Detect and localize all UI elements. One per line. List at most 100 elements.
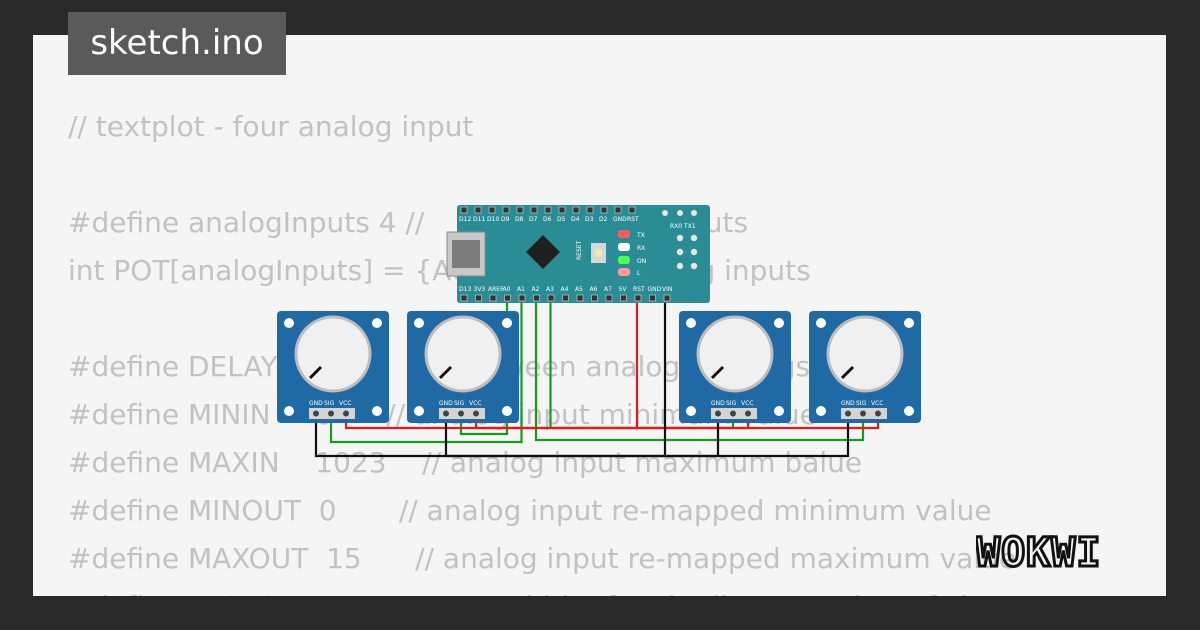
board-pcb [457, 205, 710, 303]
pin-hole[interactable] [572, 206, 580, 214]
knob-pointer [308, 365, 323, 380]
pin-label: D4 [571, 216, 580, 223]
pin-hole[interactable] [489, 294, 497, 302]
pin-hole[interactable] [562, 294, 569, 302]
knob[interactable] [826, 315, 904, 393]
knob-pointer [710, 365, 725, 380]
pin-hole[interactable] [600, 206, 608, 214]
wires [314, 300, 880, 458]
pin-label: D13 [459, 286, 471, 293]
pin-label: 3V3 [474, 286, 486, 293]
mount-hole [816, 318, 826, 328]
reset-label: RESET [576, 240, 583, 260]
pot-pin-label: GND [439, 400, 453, 407]
pin-hole[interactable] [533, 294, 540, 302]
pot-pin[interactable] [458, 410, 464, 417]
rx-label: RX [637, 245, 645, 252]
pot-pin[interactable] [715, 410, 721, 417]
usb-port-icon [452, 240, 480, 268]
wire [329, 300, 523, 444]
code-line: #define PLOTCHARMAXOUT // width of a plo… [68, 583, 1094, 596]
pot-pin[interactable] [875, 410, 881, 417]
pot-pin[interactable] [730, 410, 736, 417]
pin-hole[interactable] [586, 206, 594, 214]
l-led-icon [618, 268, 630, 276]
icsp-header [662, 210, 698, 270]
code-line: // textplot - four analog input [68, 110, 474, 143]
knob[interactable] [424, 315, 502, 393]
pot-pin[interactable] [473, 410, 479, 417]
icsp-pin [690, 234, 698, 242]
code-line: #define MAXIN 1023 // analog input maxim… [68, 446, 863, 479]
pin-label: A3 [546, 286, 554, 293]
wire [665, 416, 850, 458]
rx-led-icon [618, 243, 630, 251]
reset-button[interactable] [594, 249, 603, 257]
icsp-pin [676, 248, 684, 256]
pin-hole[interactable] [547, 294, 555, 302]
pin-label: D9 [501, 216, 510, 223]
pin-hole[interactable] [649, 294, 656, 302]
pin-label: D2 [599, 216, 608, 223]
serial-pin [677, 210, 683, 216]
pin-hole[interactable] [544, 206, 552, 214]
pin-hole[interactable] [460, 206, 468, 214]
pin-hole[interactable] [518, 294, 526, 302]
pin-hole[interactable] [576, 294, 584, 302]
pin-hole[interactable] [475, 294, 482, 302]
pot-pin[interactable] [313, 410, 319, 417]
on-label: ON [637, 258, 646, 265]
knob-pointer [840, 365, 855, 380]
pot-pin-label: GND [711, 400, 725, 407]
pin-label: 5V [619, 286, 628, 293]
pot-pin-label: VCC [339, 400, 351, 407]
pot-pin[interactable] [860, 410, 866, 417]
code-editor-panel: // textplot - four analog input#define a… [33, 35, 1166, 596]
tx-led-icon [618, 230, 630, 238]
pot-pin-label: SIG [454, 400, 465, 407]
pot-pin[interactable] [845, 410, 851, 417]
wokwi-logo: WOKWI [976, 529, 1102, 577]
pot-pin-label: VCC [871, 400, 883, 407]
pot-pin[interactable] [328, 410, 334, 417]
pin-hole[interactable] [488, 206, 496, 214]
mount-hole [816, 406, 826, 416]
pot-pin[interactable] [343, 410, 349, 417]
knob[interactable] [696, 315, 774, 393]
pin-hole[interactable] [516, 206, 524, 214]
knob[interactable] [294, 315, 372, 393]
pin-hole[interactable] [474, 206, 482, 214]
knob-pointer [438, 365, 453, 380]
pin-hole[interactable] [663, 294, 671, 302]
pin-hole[interactable] [620, 294, 627, 302]
pot-pin-label: VCC [469, 400, 481, 407]
pin-hole[interactable] [504, 294, 511, 302]
pin-hole[interactable] [558, 206, 566, 214]
pin-hole[interactable] [530, 206, 538, 214]
pot-pin-label: GND [841, 400, 855, 407]
pot-pin[interactable] [745, 410, 751, 417]
icsp-pin [676, 262, 684, 270]
pin-hole[interactable] [502, 206, 510, 214]
pin-label: GND [613, 216, 627, 223]
pin-hole[interactable] [460, 294, 468, 302]
pot-pin-label: SIG [856, 400, 867, 407]
pin-hole[interactable] [614, 206, 622, 214]
pin-label: GND [648, 286, 662, 293]
mount-hole [372, 406, 382, 416]
pin-hole[interactable] [591, 294, 598, 302]
on-led-icon [618, 256, 630, 264]
pin-hole[interactable] [628, 206, 636, 214]
pot-pin[interactable] [443, 410, 449, 417]
pin-hole[interactable] [634, 294, 642, 302]
file-tab[interactable]: sketch.ino [68, 12, 286, 75]
pin-hole[interactable] [605, 294, 613, 302]
